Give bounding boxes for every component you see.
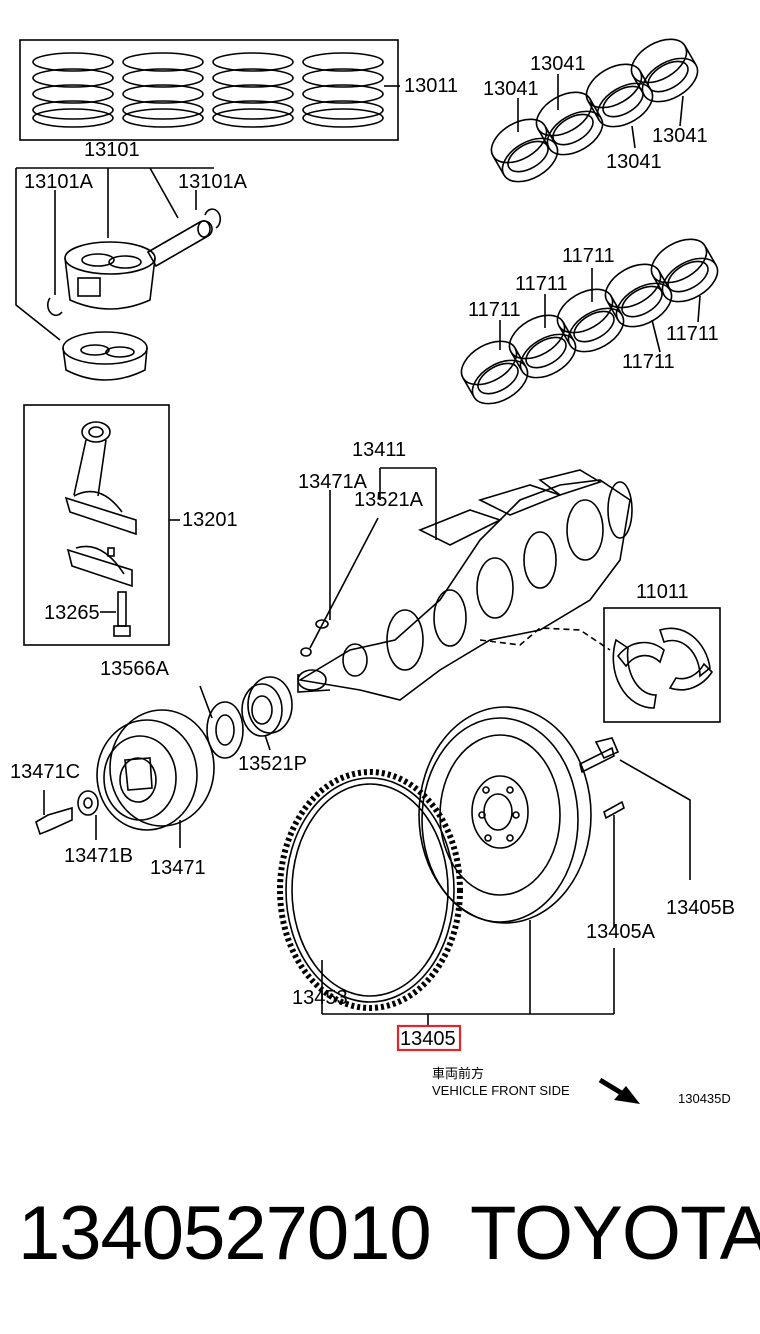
figure-ref: 130435D	[678, 1091, 731, 1106]
label-13566a[interactable]: 13566A	[100, 658, 170, 680]
label-11011[interactable]: 11011	[636, 581, 689, 603]
part-number: 1340527010	[18, 1191, 432, 1276]
thrust-washers	[603, 607, 721, 723]
highlight-box	[396, 1024, 462, 1052]
label-11711-a[interactable]: 11711	[562, 245, 615, 267]
ring-gear	[277, 769, 463, 1014]
label-13471c[interactable]: 13471C	[10, 761, 80, 783]
label-13471b[interactable]: 13471B	[64, 845, 133, 867]
label-13101[interactable]: 13101	[84, 139, 140, 161]
label-13041-a[interactable]: 13041	[530, 53, 586, 75]
crankshaft	[297, 467, 633, 701]
label-13101a-left[interactable]: 13101A	[24, 171, 94, 193]
connecting-rod-assembly	[23, 404, 180, 646]
label-13101a-right[interactable]: 13101A	[178, 171, 248, 193]
brand-name: TOYOTA	[470, 1191, 760, 1276]
piston-ring-set	[19, 39, 400, 141]
crank-pin-bearings	[490, 38, 699, 183]
front-side-jp: 車両前方	[432, 1066, 484, 1081]
main-bearings	[460, 238, 719, 405]
piston-assembly	[15, 167, 222, 381]
label-13405b[interactable]: 13405B	[666, 897, 735, 919]
label-13041-c[interactable]: 13041	[652, 125, 708, 147]
front-side-en: VEHICLE FRONT SIDE	[432, 1083, 570, 1098]
label-13011[interactable]: 13011	[404, 75, 458, 97]
label-13405a[interactable]: 13405A	[586, 921, 656, 943]
crankshaft-pulley-group	[35, 676, 293, 848]
label-11711-b[interactable]: 11711	[515, 273, 568, 295]
flywheel	[322, 706, 691, 1026]
label-13201[interactable]: 13201	[182, 509, 238, 531]
label-13453[interactable]: 13453	[292, 987, 348, 1009]
label-13471a[interactable]: 13471A	[298, 471, 368, 493]
label-13265[interactable]: 13265	[44, 602, 100, 624]
label-11711-d[interactable]: 11711	[666, 323, 719, 345]
label-13041-b[interactable]: 13041	[483, 78, 539, 100]
label-13471[interactable]: 13471	[150, 857, 206, 879]
label-13041-d[interactable]: 13041	[606, 151, 662, 173]
label-13521a[interactable]: 13521A	[354, 489, 424, 511]
front-direction-arrow-icon	[598, 1077, 640, 1104]
label-11711-e[interactable]: 11711	[622, 351, 675, 373]
label-13521p[interactable]: 13521P	[238, 753, 307, 775]
label-11711-c[interactable]: 11711	[468, 299, 521, 321]
part-labels: 13011 13041 13041 13041 13041 13101 1310…	[10, 53, 735, 1106]
label-13411[interactable]: 13411	[352, 439, 406, 461]
label-13405[interactable]: 13405	[400, 1028, 456, 1050]
